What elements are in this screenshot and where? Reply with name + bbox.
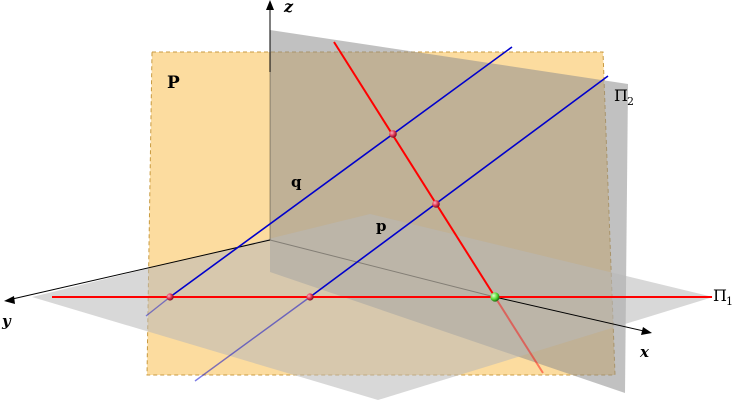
svg-text:1: 1 <box>726 295 733 308</box>
point-p-trace-vertical <box>432 200 440 208</box>
label-axis-x: x <box>639 343 650 361</box>
plane-pi1 <box>32 214 713 400</box>
label-line-q: q <box>291 173 302 191</box>
label-axis-y: y <box>1 312 12 330</box>
line-p-hidden <box>194 296 311 382</box>
line-q <box>169 46 513 298</box>
label-plane-pi1: Π 1 <box>713 286 733 308</box>
axis-y-arrow <box>4 296 15 304</box>
label-axis-z: z <box>283 0 294 16</box>
svg-text:Π: Π <box>614 86 628 105</box>
axis-x-hidden <box>269 239 496 298</box>
trace-vertical <box>333 41 496 298</box>
axis-y <box>7 239 271 301</box>
label-plane-p: P <box>167 73 180 93</box>
point-p-trace-horizontal <box>306 293 314 301</box>
axis-z-arrow <box>266 0 274 10</box>
line-q-hidden <box>145 296 171 317</box>
label-plane-pi2: Π 2 <box>614 86 634 108</box>
label-line-p: p <box>376 217 387 235</box>
svg-text:2: 2 <box>627 95 634 108</box>
axis-x <box>494 296 649 333</box>
trace-vertical-hidden <box>494 296 544 374</box>
point-vanishing-x <box>490 292 500 302</box>
axis-x-arrow <box>641 327 652 335</box>
point-q-trace-vertical <box>389 130 397 138</box>
svg-text:Π: Π <box>713 286 727 305</box>
line-p <box>309 75 609 298</box>
point-q-trace-horizontal <box>166 293 174 301</box>
